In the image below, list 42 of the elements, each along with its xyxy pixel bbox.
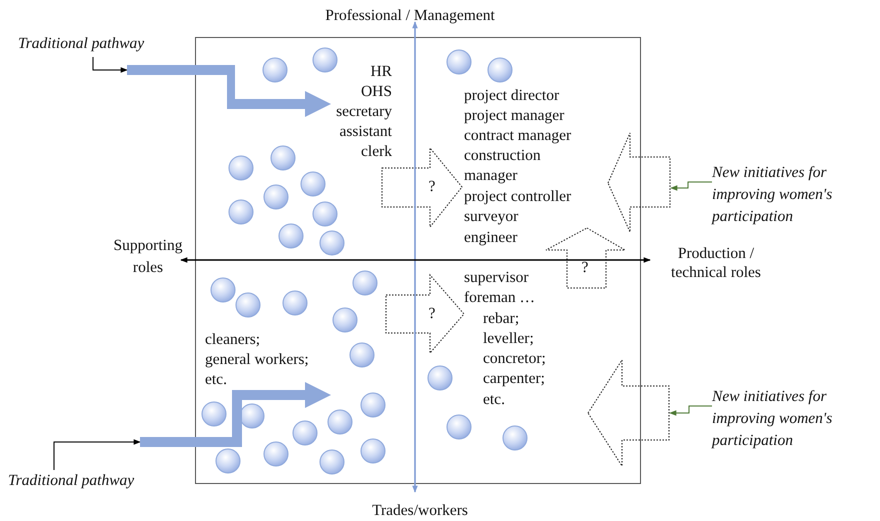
block-arrow [546, 228, 626, 288]
axis-label: Professional / Management [325, 6, 495, 26]
role-text: etc. [205, 370, 227, 390]
role-text: foreman … [464, 288, 536, 308]
block-arrow [386, 274, 464, 354]
role-text: rebar; [483, 309, 520, 329]
arrow [670, 182, 712, 191]
arrow [669, 406, 712, 416]
axis-label: Production / technical roles [670, 244, 762, 282]
role-text: leveller; [483, 329, 534, 349]
question-mark: ? [428, 178, 436, 196]
role-text: project controller [464, 187, 572, 207]
question-mark: ? [582, 258, 588, 276]
role-text: project director [464, 86, 560, 106]
role-text: surveyor [464, 207, 518, 227]
role-text: secretary [336, 102, 392, 122]
role-text: concretor; [483, 349, 546, 369]
role-text: clerk [361, 142, 392, 162]
role-text: etc. [483, 390, 505, 410]
role-text: general workers; [205, 350, 309, 370]
question-mark: ? [428, 304, 436, 322]
role-text: carpenter; [483, 369, 545, 389]
arrow [54, 439, 141, 470]
role-text: assistant [339, 122, 392, 142]
block-arrow [608, 133, 671, 233]
role-text: supervisor [464, 268, 529, 288]
axis-label: Supporting roles [112, 236, 184, 278]
arrow [92, 56, 128, 73]
pathway-arrow [127, 65, 331, 118]
axis-label: Trades/workers [372, 501, 468, 521]
role-text: HR [370, 62, 392, 82]
role-text: OHS [360, 82, 392, 102]
annotation-text: New initiatives for improving women's participation [712, 386, 877, 452]
role-text: cleaners; [205, 330, 260, 350]
block-arrow [588, 360, 670, 467]
role-text: engineer [464, 228, 518, 248]
annotation-text: Traditional pathway [8, 470, 158, 492]
role-text: project manager [464, 106, 564, 126]
annotation-text: New initiatives for improving women's participation [712, 162, 877, 228]
role-text: contract manager [464, 126, 572, 146]
annotation-text: Traditional pathway [18, 33, 168, 55]
frame-box [195, 37, 641, 484]
